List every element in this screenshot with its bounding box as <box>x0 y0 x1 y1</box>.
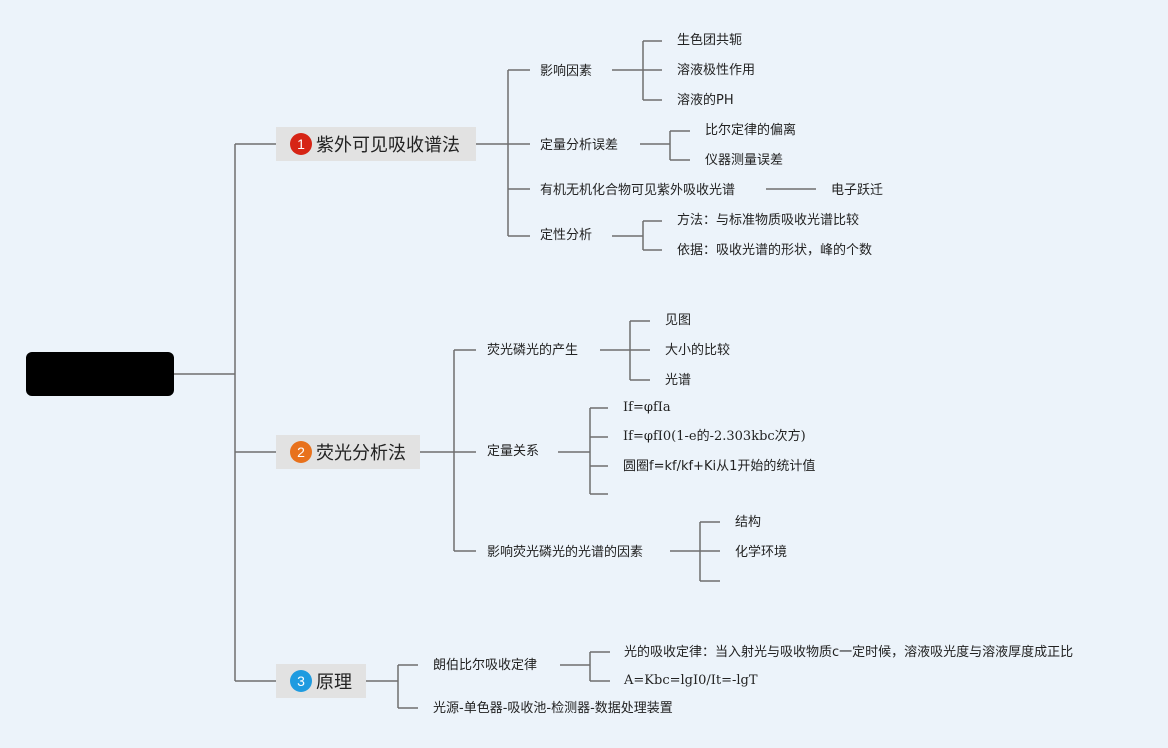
leaf[interactable]: 光的吸收定律：当入射光与吸收物质c一定时候，溶液吸光度与溶液厚度成正比 <box>624 645 1074 660</box>
leaf[interactable]: 方法：与标准物质吸收光谱比较 <box>677 213 860 228</box>
topic-qualitative-analysis[interactable]: 定性分析 <box>540 228 593 243</box>
leaf[interactable]: If=φfI0(1-e的-2.303kbc次方) <box>623 429 806 444</box>
leaf[interactable]: 光谱 <box>665 373 692 388</box>
topic-quantitative-error[interactable]: 定量分析误差 <box>540 138 619 153</box>
leaf[interactable]: A=Kbc=lgI0/It=-lgT <box>624 673 758 688</box>
leaf[interactable]: 电子跃迁 <box>831 183 884 198</box>
leaf[interactable]: 溶液极性作用 <box>677 63 756 78</box>
leaf[interactable]: 比尔定律的偏离 <box>705 123 797 138</box>
leaf[interactable]: If=φfIa <box>623 400 671 415</box>
number-badge: 2 <box>290 441 312 463</box>
leaf[interactable]: 大小的比较 <box>665 343 731 358</box>
branch-label: 荧光分析法 <box>316 443 406 464</box>
topic-beer-lambert[interactable]: 朗伯比尔吸收定律 <box>433 658 538 673</box>
leaf[interactable]: 依据：吸收光谱的形状，峰的个数 <box>677 243 873 258</box>
topic-quantitative-relation[interactable]: 定量关系 <box>487 444 540 459</box>
leaf[interactable]: 见图 <box>665 313 692 328</box>
leaf[interactable]: 结构 <box>735 515 762 530</box>
number-badge: 1 <box>290 133 312 155</box>
topic-organic-inorganic[interactable]: 有机无机化合物可见紫外吸收光谱 <box>540 183 736 198</box>
branch-principle[interactable]: 3 原理 <box>276 664 366 698</box>
topic-spectrum-factors[interactable]: 影响荧光磷光的光谱的因素 <box>487 545 644 560</box>
root-node[interactable] <box>26 352 174 396</box>
topic-instrument-chain[interactable]: 光源-单色器-吸收池-检测器-数据处理装置 <box>433 701 673 716</box>
branch-uv-vis[interactable]: 1 紫外可见吸收谱法 <box>276 127 476 161</box>
leaf[interactable]: 生色团共轭 <box>677 33 743 48</box>
leaf[interactable]: 圆圈f=kf/kf+Ki从1开始的统计值 <box>623 459 816 474</box>
leaf[interactable]: 化学环境 <box>735 545 788 560</box>
leaf[interactable]: 溶液的PH <box>677 93 734 108</box>
topic-influence-factors[interactable]: 影响因素 <box>540 64 593 79</box>
number-badge: 3 <box>290 670 312 692</box>
branch-fluorescence[interactable]: 2 荧光分析法 <box>276 435 420 469</box>
leaf[interactable]: 仪器测量误差 <box>705 153 784 168</box>
topic-generation[interactable]: 荧光磷光的产生 <box>487 343 579 358</box>
branch-label: 原理 <box>316 672 352 693</box>
branch-label: 紫外可见吸收谱法 <box>316 135 460 156</box>
